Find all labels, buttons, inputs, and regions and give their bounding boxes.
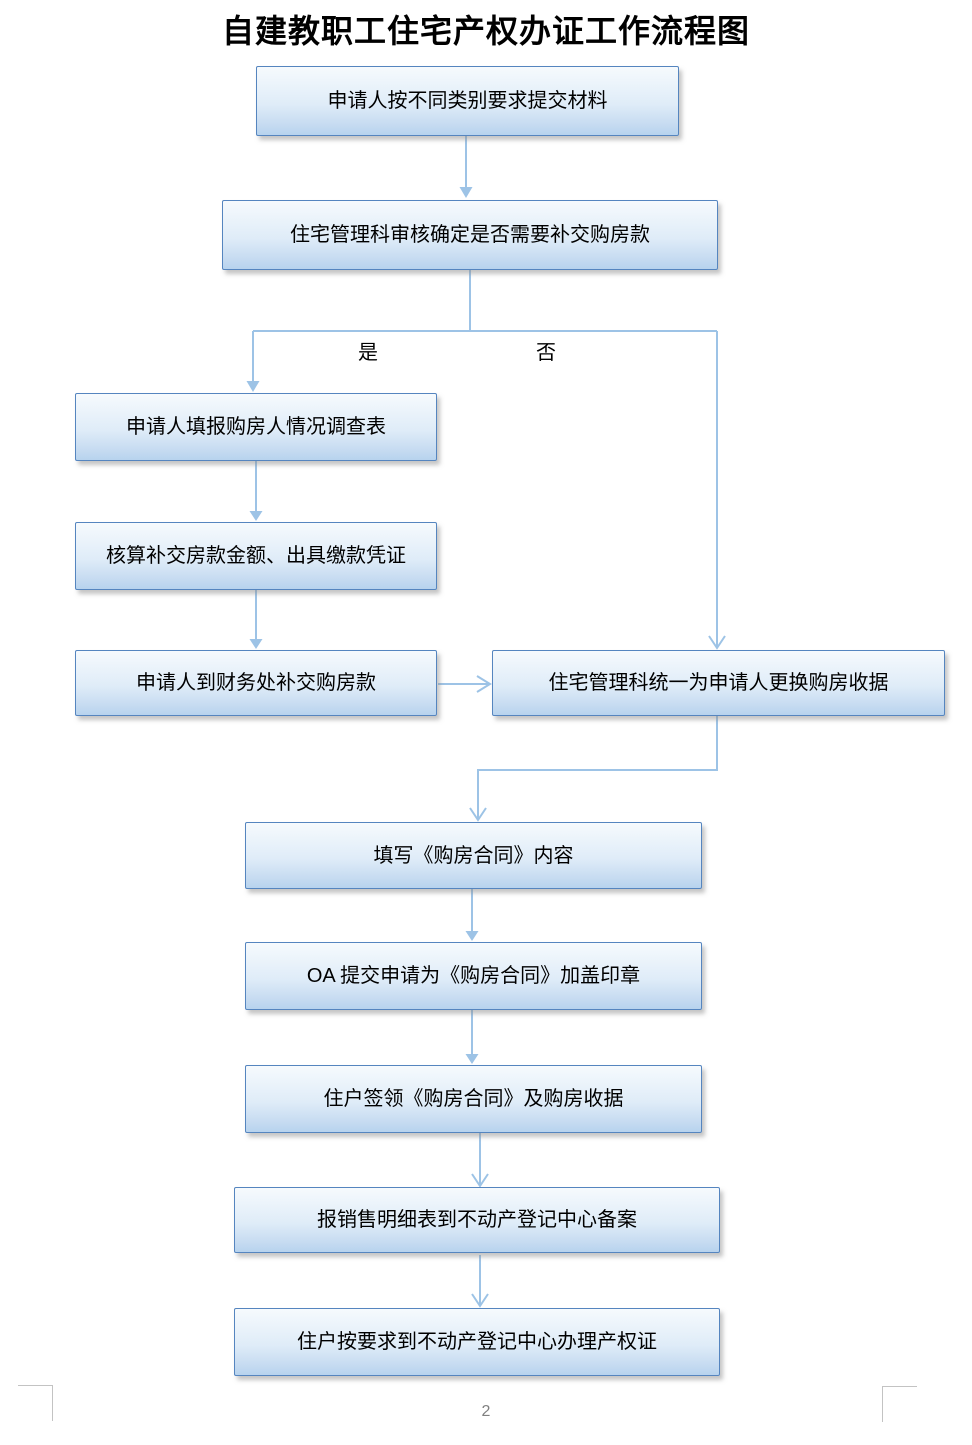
flow-node-oa-seal: OA 提交申请为《购房合同》加盖印章 <box>245 942 702 1010</box>
flow-node-fill-contract: 填写《购房合同》内容 <box>245 822 702 889</box>
connector-oa-to-sign <box>465 1010 479 1064</box>
connector-pay-to-receipt <box>438 675 492 693</box>
flow-node-review-payment: 住宅管理科审核确定是否需要补交购房款 <box>222 200 718 270</box>
flow-node-sign-contract: 住户签领《购房合同》及购房收据 <box>245 1065 702 1133</box>
page-number: 2 <box>481 1403 491 1420</box>
flow-node-calculate-amount: 核算补交房款金额、出具缴款凭证 <box>75 522 437 590</box>
connector-filing-to-certificate <box>471 1255 489 1308</box>
flow-node-filing-record: 报销售明细表到不动产登记中心备案 <box>234 1187 720 1253</box>
connector-sign-to-filing <box>471 1133 489 1188</box>
branch-label-no: 否 <box>536 342 556 364</box>
flow-node-get-certificate: 住户按要求到不动产登记中心办理产权证 <box>234 1308 720 1376</box>
connector-contract-to-oa <box>465 889 479 941</box>
connector-survey-to-calculate <box>249 461 263 521</box>
connector-calculate-to-pay <box>249 590 263 649</box>
flow-node-pay-finance: 申请人到财务处补交购房款 <box>75 650 437 716</box>
flow-node-fill-survey: 申请人填报购房人情况调查表 <box>75 393 437 461</box>
text-boundary-mark-right <box>882 1386 917 1422</box>
page-title: 自建教职工住宅产权办证工作流程图 <box>221 13 750 49</box>
text-boundary-mark-left <box>18 1385 53 1421</box>
connector-receipt-to-contract <box>469 716 718 822</box>
flow-node-submit-materials: 申请人按不同类别要求提交材料 <box>256 66 679 136</box>
branch-label-yes: 是 <box>358 342 378 364</box>
connector-submit-to-review <box>459 136 473 198</box>
flow-node-exchange-receipt: 住宅管理科统一为申请人更换购房收据 <box>492 650 945 716</box>
